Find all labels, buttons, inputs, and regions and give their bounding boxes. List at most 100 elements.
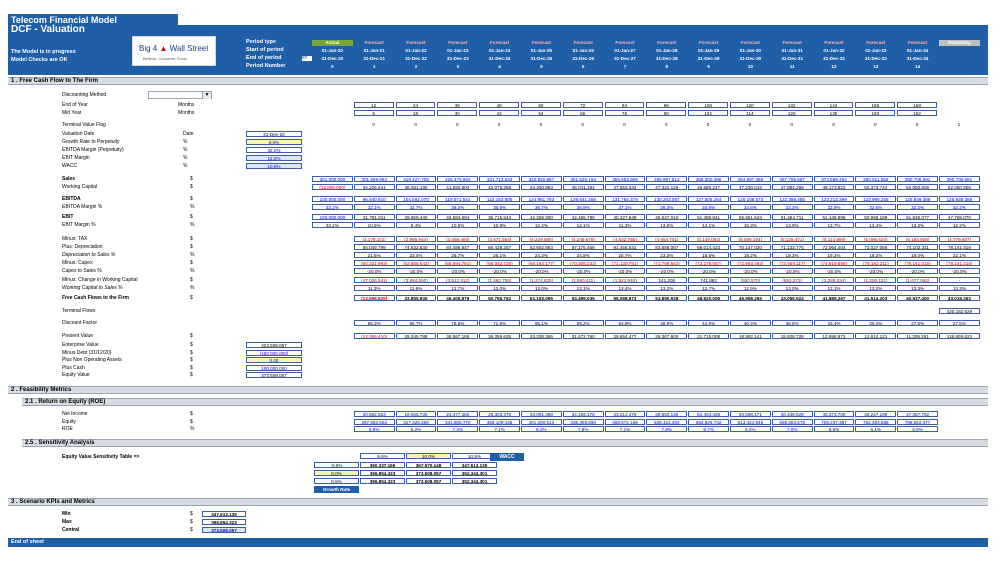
table-cell: 36,567,165 (437, 333, 479, 339)
table-cell: 430,182,629 (939, 308, 980, 314)
end-date: 31-Dec-32 (823, 56, 845, 61)
enterprise-unit: $ (190, 364, 193, 371)
table-cell: 13.0% (771, 285, 813, 291)
table-cell: 22.1% (939, 252, 980, 258)
table-cell: (65,694,781) (437, 260, 479, 266)
assumption-value-input[interactable]: 31-Dec-20 (246, 131, 302, 137)
roe-cell: 6.9% (353, 426, 395, 432)
table-cell: -20.0% (730, 268, 771, 274)
table-cell: (5,126,471) (771, 236, 813, 242)
sensitivity-cell: 396,854,323 (360, 470, 405, 476)
table-cell: 23.3% (646, 252, 688, 258)
table-cell: -20.0% (562, 268, 604, 274)
table-cell: 390,706,591 (897, 176, 938, 182)
discounting-method-dropdown[interactable]: ▼ (148, 91, 212, 99)
table-cell: 35,715,544 (479, 214, 520, 220)
table-cell: 34.8% (688, 204, 729, 210)
table-cell: 12.7% (437, 285, 479, 291)
table-cell: 87,175,468 (562, 244, 604, 250)
table-cell: 21,715,008 (688, 333, 729, 339)
assumption-unit: Date (183, 131, 194, 137)
table-cell: 53,499,035 (562, 295, 604, 301)
end-date: 31-Dec-30 (739, 56, 762, 61)
table-cell: 43,059,524 (771, 295, 813, 301)
end-date: 31-Dec-26 (572, 56, 595, 61)
assumption-value-input[interactable]: 0.0% (246, 139, 302, 145)
table-cell: -20.0% (688, 268, 729, 274)
table-cell: (4,032,785) (604, 236, 646, 242)
header-label: Period Number (246, 63, 286, 69)
enterprise-value[interactable]: 0.00 (246, 357, 302, 363)
table-cell: 12.9% (730, 285, 771, 291)
tv-flag-cell: 0 (456, 122, 459, 127)
table-cell: 36.3% (646, 204, 688, 210)
end-of-year-cell: 156 (855, 102, 896, 108)
table-cell: 9.4% (395, 222, 437, 228)
table-cell: 358,997,813 (646, 176, 688, 182)
tv-flag-cell: 0 (581, 122, 584, 127)
start-date: 01-Jan-34 (906, 48, 929, 53)
roe-cell: 401,200,513 (521, 418, 562, 425)
table-cell: 50,756,762 (479, 295, 520, 301)
end-date: 31-Dec-20 (321, 56, 344, 61)
table-cell: 53,890,938 (646, 295, 688, 301)
table-cell: 78.8% (437, 320, 479, 326)
header-label: Start of period (246, 47, 284, 53)
chevron-down-icon[interactable]: ▼ (202, 92, 211, 99)
tv-flag-cell: 0 (874, 122, 877, 127)
table-cell: 23.4% (395, 252, 437, 258)
table-cell: -20.0% (395, 268, 437, 274)
table-cell: -20.0% (771, 268, 813, 274)
end-of-year-cell: 48 (479, 102, 519, 108)
scenario-label: Min (62, 511, 71, 517)
enterprise-value[interactable]: (150,000,000) (246, 349, 302, 356)
assumption-unit: % (183, 147, 188, 153)
table-cell: 73,027,056 (855, 244, 897, 250)
table-cell: -20.0% (855, 268, 897, 274)
start-date: 01-Jan-29 (697, 48, 720, 53)
assumption-value-input[interactable]: 10.0% (246, 163, 302, 169)
table-cell: 95.3% (353, 320, 395, 326)
row-unit: $ (190, 214, 193, 220)
roe-cell: 8.2% (730, 426, 771, 432)
start-date: 01-Jan-28 (656, 48, 678, 53)
table-cell: - (939, 277, 980, 283)
roe-cell: 435,359,690 (562, 418, 604, 425)
assumption-unit: % (183, 139, 188, 145)
table-cell: 12.4% (521, 222, 562, 228)
table-cell: 71.6% (479, 320, 520, 326)
table-cell: 355,653,906 (604, 176, 646, 182)
table-cell: 29,959,440 (395, 214, 437, 220)
table-cell: 12.2% (939, 222, 980, 228)
row-label: EBIT (62, 214, 74, 220)
table-cell: (1,677,062) (897, 277, 938, 283)
assumption-value-input[interactable]: 12.2% (246, 155, 302, 161)
param-label: End of Year (62, 102, 88, 108)
table-cell: (3,179,101) (353, 236, 395, 242)
table-cell: (66,342,729) (479, 260, 520, 266)
table-cell: 27.6% (897, 320, 938, 326)
row-unit: $ (190, 236, 193, 242)
period-type: Forecast (740, 40, 760, 45)
table-cell: 48,820,006 (688, 295, 729, 301)
assumption-value-input[interactable]: 32.2% (246, 147, 302, 153)
table-cell: 51,490,841 (688, 214, 729, 220)
roe-unit: % (190, 426, 195, 432)
table-cell: 86.7% (395, 320, 437, 326)
sensitivity-cell: 396,854,323 (360, 478, 405, 484)
growth-value: 0.0% (314, 470, 359, 476)
table-cell: 366,300,286 (688, 176, 729, 182)
table-cell: 19.2% (813, 252, 855, 258)
table-cell: 31,791,011 (353, 214, 395, 220)
mid-year-cell: 126 (771, 110, 812, 116)
table-cell: 42,298,900 (521, 214, 562, 220)
enterprise-value[interactable]: 100,000,000 (246, 364, 302, 371)
sensitivity-cell: 390,337,166 (360, 462, 405, 468)
table-cell: 33.2% (312, 222, 353, 228)
growth-value: 0.5% (314, 478, 359, 484)
sensitivity-cell: 367,970,148 (406, 462, 451, 468)
table-cell: (60,331,993) (353, 260, 395, 266)
table-cell: 42,465,790 (562, 214, 604, 220)
table-cell: 43,078,358 (479, 184, 520, 190)
table-cell: 34,584,694 (437, 214, 479, 220)
